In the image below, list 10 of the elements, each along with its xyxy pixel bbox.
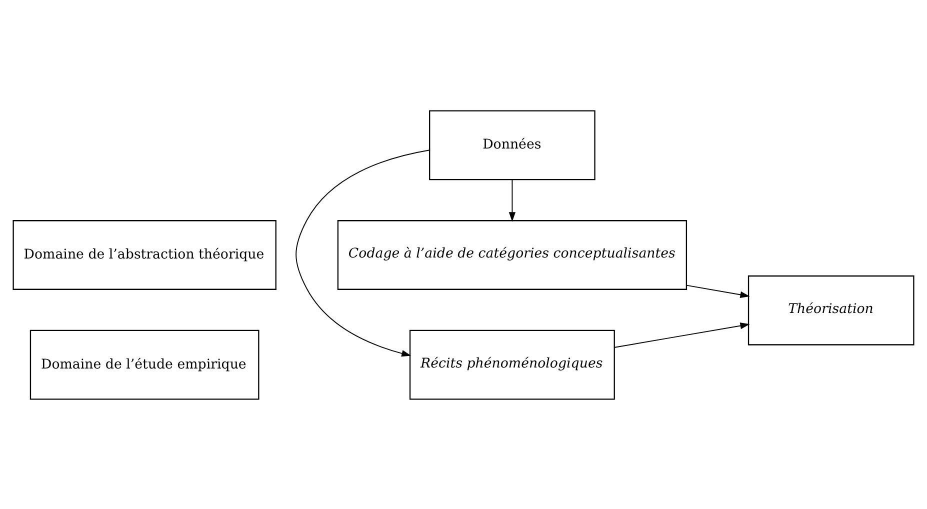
arrow bbox=[686, 284, 750, 298]
node-box: Domaine de l’étude empirique bbox=[30, 329, 260, 400]
node-box: Domaine de l’abstraction théorique bbox=[12, 220, 276, 290]
arrow bbox=[296, 149, 430, 356]
node-box: Théorisation bbox=[748, 274, 914, 345]
node-box: Données bbox=[429, 110, 596, 180]
arrow bbox=[614, 322, 750, 348]
arrow bbox=[508, 178, 516, 222]
node-box: Récits phénoménologiques bbox=[409, 329, 615, 400]
node-box: Codage à l’aide de catégories conceptualisantes bbox=[337, 220, 688, 290]
